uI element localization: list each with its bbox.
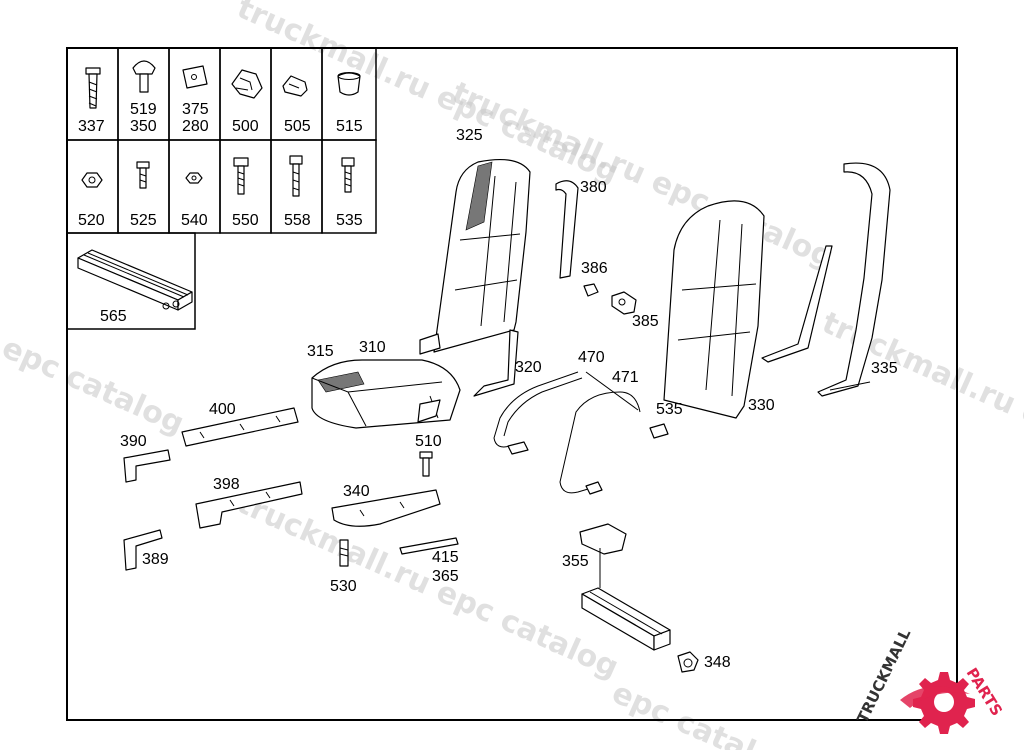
bracket-389 xyxy=(123,529,163,571)
grab-handle-471 xyxy=(559,391,641,495)
label-398: 398 xyxy=(213,476,240,493)
nut-540-icon xyxy=(185,172,203,184)
screw-337-icon xyxy=(85,67,101,109)
label-390: 390 xyxy=(120,433,147,450)
label-386: 386 xyxy=(581,260,608,277)
label-535: 535 xyxy=(656,401,683,418)
label-280: 280 xyxy=(182,118,209,135)
bolt-535-icon xyxy=(341,157,355,193)
screw-525-icon xyxy=(136,161,150,189)
label-500: 500 xyxy=(232,118,259,135)
label-515: 515 xyxy=(336,118,363,135)
label-320: 320 xyxy=(515,359,542,376)
label-519: 519 xyxy=(130,101,157,118)
screw-510 xyxy=(419,451,433,477)
label-365: 365 xyxy=(432,568,459,585)
label-350: 350 xyxy=(130,118,157,135)
seat-backrest-rear xyxy=(663,200,765,419)
label-550: 550 xyxy=(232,212,259,229)
backrest-frame xyxy=(761,162,891,397)
bolt-550-icon xyxy=(233,157,249,195)
callouts: 325 380 386 385 315 310 320 470 471 535 … xyxy=(120,127,898,671)
plate-375-icon xyxy=(182,65,208,89)
label-380: 380 xyxy=(580,179,607,196)
label-558: 558 xyxy=(284,212,311,229)
label-325: 325 xyxy=(456,127,483,144)
rivet-519-icon xyxy=(132,60,156,93)
bracket-398 xyxy=(195,481,303,529)
label-315: 315 xyxy=(307,343,334,360)
bolt-558-icon xyxy=(289,155,303,197)
label-530: 530 xyxy=(330,578,357,595)
logo-text-accent: PARTS xyxy=(963,665,1006,720)
bracket-355 xyxy=(579,523,627,588)
label-355: 355 xyxy=(562,553,589,570)
rail-565-icon xyxy=(77,249,193,311)
watermark-right: truckmall.ru epc catalog xyxy=(817,305,1024,505)
seat-cushion xyxy=(311,359,461,429)
label-535-legend: 535 xyxy=(336,212,363,229)
swoosh-icon xyxy=(900,686,970,708)
watermark-bottom: truckmall.ru epc catalog xyxy=(232,485,624,685)
label-389: 389 xyxy=(142,551,169,568)
label-471: 471 xyxy=(612,369,639,386)
screw-530 xyxy=(339,539,349,567)
label-310: 310 xyxy=(359,339,386,356)
truckmall-logo: TRUCKMALL PARTS xyxy=(853,626,1006,734)
label-375: 375 xyxy=(182,101,209,118)
label-470: 470 xyxy=(578,349,605,366)
label-565: 565 xyxy=(100,308,127,325)
bracket-340 xyxy=(331,489,441,527)
legend-grid: 337 519 350 375 280 500 505 515 xyxy=(66,47,377,330)
bracket-415 xyxy=(399,537,459,555)
diagram-frame xyxy=(66,47,958,721)
logo-text-main: TRUCKMALL xyxy=(853,626,914,726)
label-505: 505 xyxy=(284,118,311,135)
label-540: 540 xyxy=(181,212,208,229)
clip-505-icon xyxy=(282,75,308,97)
label-510: 510 xyxy=(415,433,442,450)
bracket-390 xyxy=(123,449,171,483)
cap-348 xyxy=(677,651,699,673)
label-385: 385 xyxy=(632,313,659,330)
bracket-400 xyxy=(181,407,299,447)
cap-515-icon xyxy=(337,72,361,96)
clip-500-icon xyxy=(231,69,263,99)
label-340: 340 xyxy=(343,483,370,500)
label-337: 337 xyxy=(78,118,105,135)
seat-backrest-front xyxy=(419,159,531,397)
watermark-left: epc catalog xyxy=(0,330,189,441)
bolt-535 xyxy=(649,423,669,439)
watermark-bottom-right: epc catalog xyxy=(607,675,799,750)
label-415: 415 xyxy=(432,549,459,566)
cap-386 xyxy=(583,283,599,297)
nut-520-icon xyxy=(81,172,103,188)
leader-470 xyxy=(585,371,639,411)
label-525: 525 xyxy=(130,212,157,229)
bracket-385 xyxy=(611,291,637,315)
trim-380 xyxy=(555,180,579,279)
label-348: 348 xyxy=(704,654,731,671)
label-335: 335 xyxy=(871,360,898,377)
label-400: 400 xyxy=(209,401,236,418)
label-520: 520 xyxy=(78,212,105,229)
label-330: 330 xyxy=(748,397,775,414)
slide-rail xyxy=(581,587,671,651)
grab-handle-320 xyxy=(493,371,583,455)
